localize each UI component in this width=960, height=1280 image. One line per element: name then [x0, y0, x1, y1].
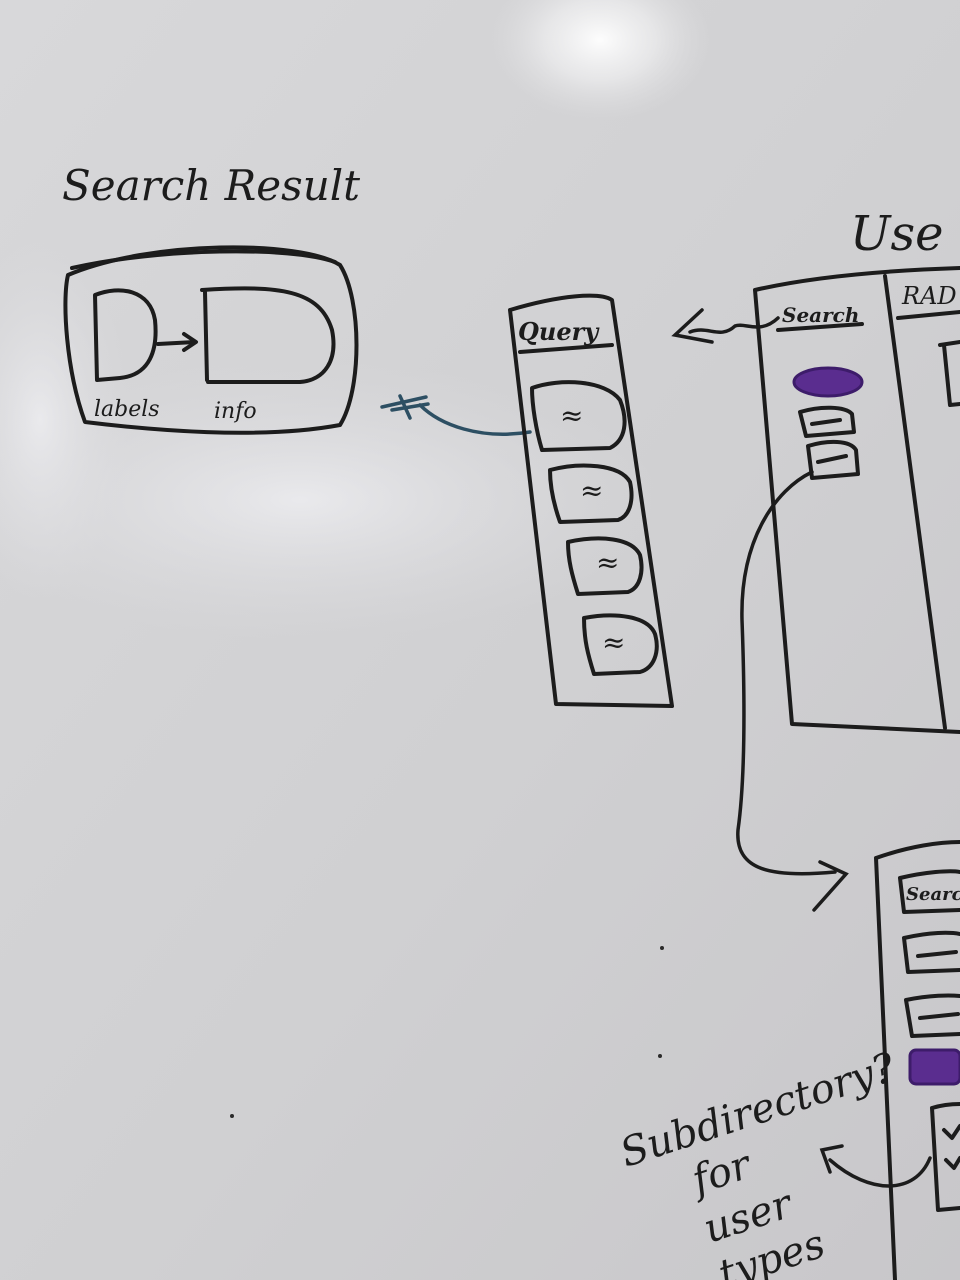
sub-item-2-line [918, 1012, 960, 1020]
user-tab-label: RAD [901, 282, 957, 310]
query-item-4-glyph: ≈ [602, 626, 625, 659]
sub-list-box [930, 1102, 960, 1212]
query-item-2 [548, 463, 634, 524]
search-result-card-inner-top [70, 249, 337, 270]
user-tab-underline [896, 310, 960, 320]
query-header: Query [518, 317, 600, 346]
user-panel-outline [753, 266, 960, 734]
query-item-2-glyph: ≈ [580, 474, 603, 507]
sub-list-check-2 [944, 1156, 960, 1170]
user-panel-divider [883, 274, 947, 730]
search-result-sketch [63, 245, 359, 435]
user-item-1-line [810, 418, 842, 426]
sub-purple-item [908, 1048, 960, 1086]
glare-top [490, 0, 710, 120]
link-arrow-head [182, 332, 198, 352]
query-item-1 [530, 380, 627, 452]
user-item-2-line [816, 454, 848, 464]
sub-panel-outline [874, 840, 960, 1280]
sub-item-1-line [916, 950, 958, 958]
sub-list-check-1 [942, 1124, 960, 1140]
user-search-underline [776, 322, 864, 332]
info-text: info [214, 399, 257, 424]
user-to-sub-arrow [736, 470, 849, 912]
sub-to-note-arrow [819, 1144, 932, 1188]
query-item-3 [566, 536, 644, 596]
speck [660, 946, 664, 950]
sub-search-box [898, 869, 960, 914]
user-item-2 [806, 439, 860, 480]
query-panel [508, 293, 674, 708]
sub-panel [874, 840, 960, 1280]
link-arrow [156, 340, 197, 346]
user-panel [753, 266, 960, 734]
query-panel-outline [508, 293, 674, 708]
search-result-title: Search Result [62, 161, 360, 210]
user-item-1 [798, 405, 856, 438]
search-to-query-arrow [671, 308, 780, 344]
user-search-label: Search [782, 303, 859, 327]
user-purple-item [792, 366, 864, 398]
speck [230, 1114, 234, 1118]
sub-item-2 [904, 993, 960, 1038]
sub-search-label: Search [906, 884, 960, 905]
query-header-underline [518, 343, 614, 354]
labels-box [93, 288, 158, 382]
info-box-left-edge [203, 290, 209, 382]
labels-text: labels [94, 397, 160, 422]
user-panel-title: Use [850, 206, 944, 262]
query-item-3-glyph: ≈ [596, 546, 619, 579]
query-item-1-glyph: ≈ [560, 399, 583, 432]
user-content-box [938, 340, 960, 407]
sub-item-1 [902, 930, 960, 974]
search-result-card-outline [63, 245, 359, 435]
query-to-result-arrow [380, 394, 532, 436]
speck [658, 1054, 662, 1058]
info-box [200, 286, 336, 384]
query-item-4 [582, 613, 659, 676]
